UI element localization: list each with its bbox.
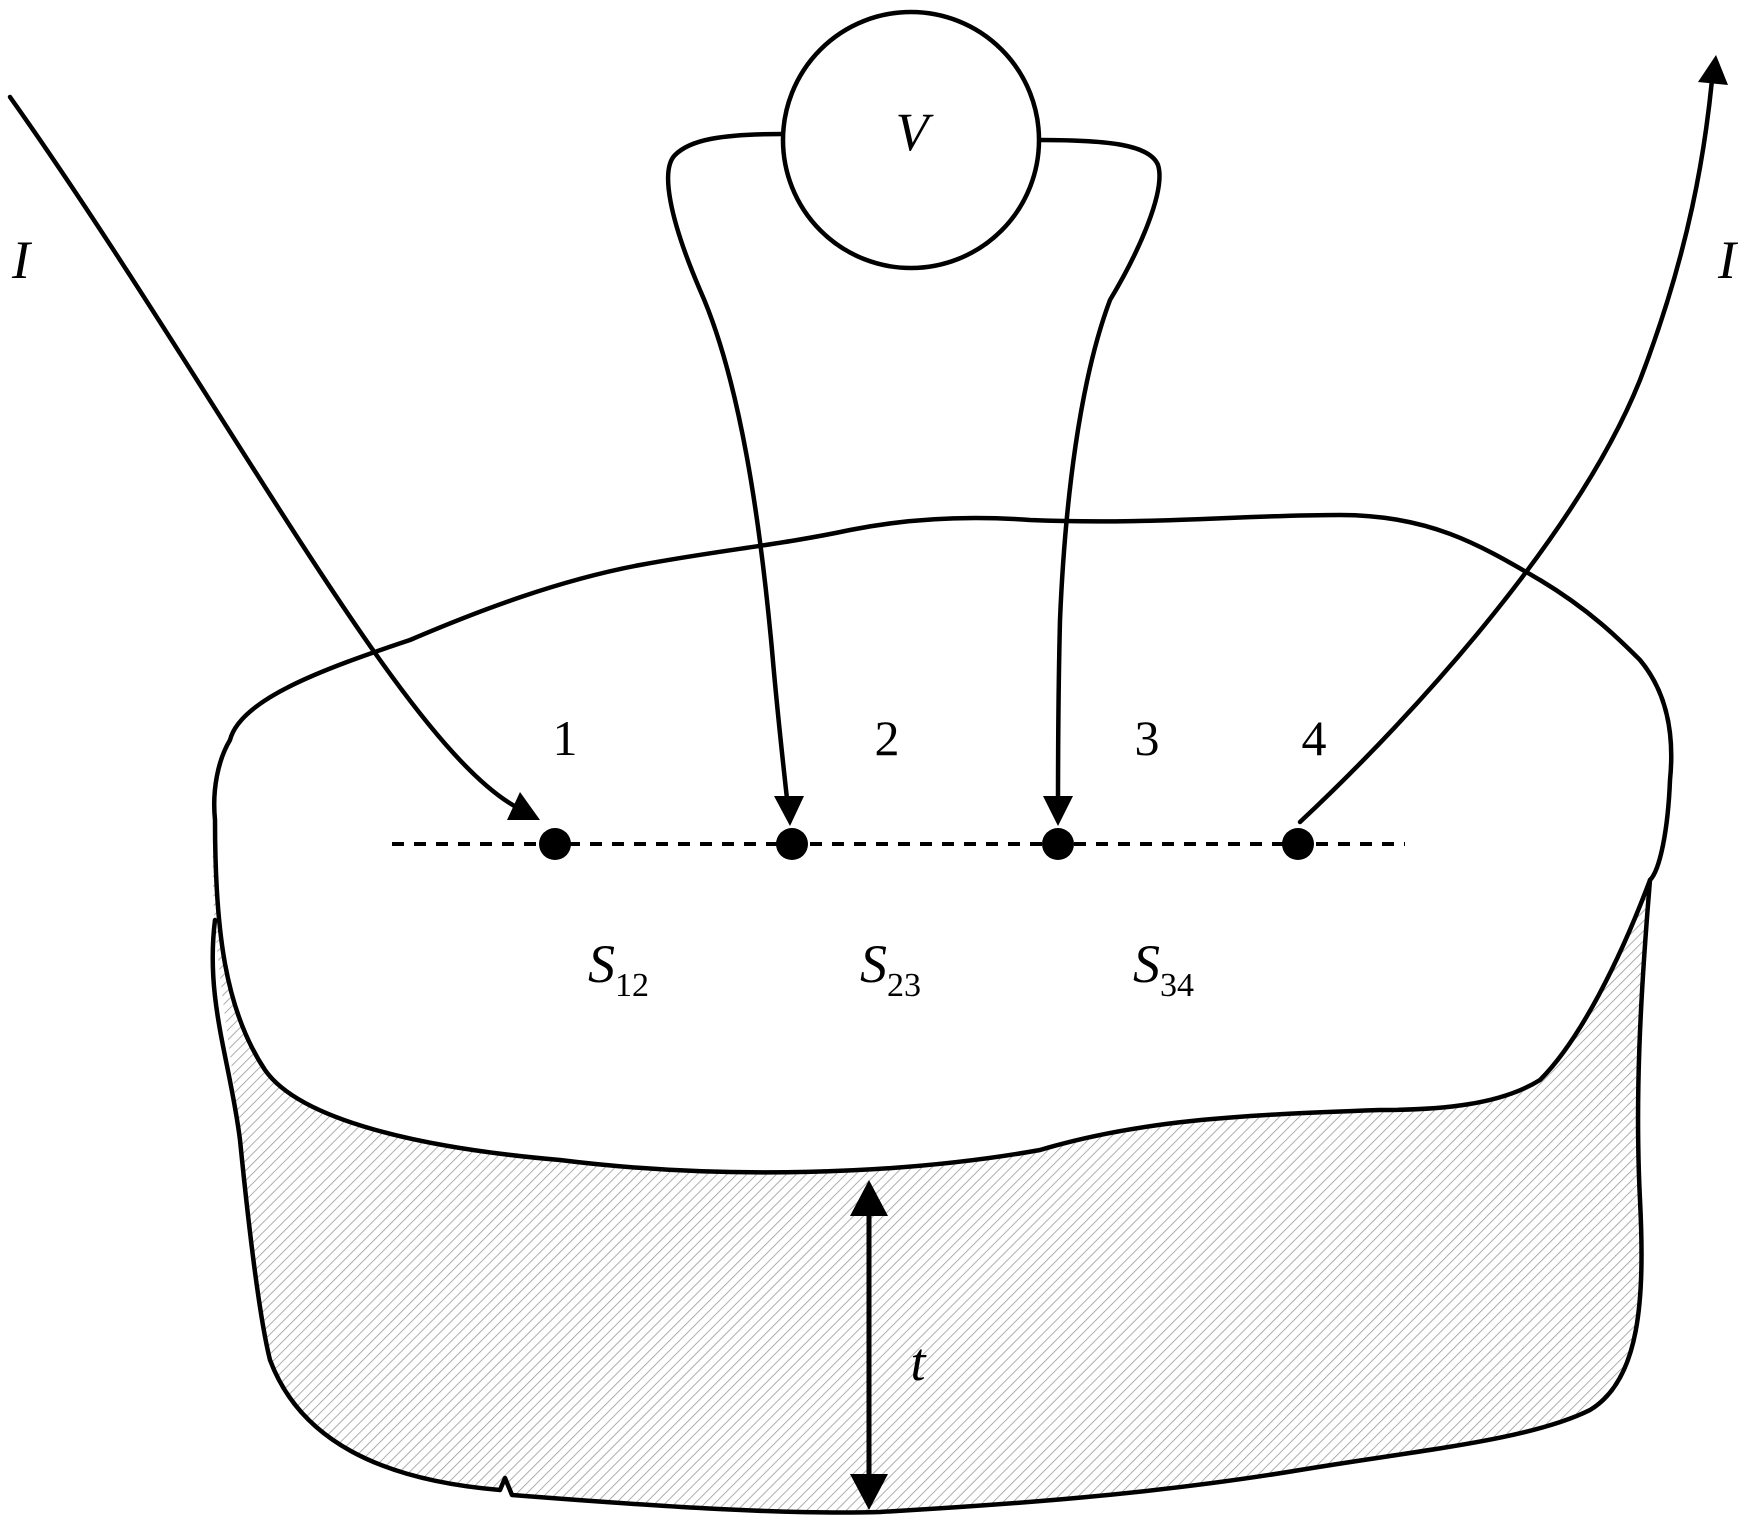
probe-number-1: 1 [553,710,578,766]
probe-number-4: 4 [1302,710,1327,766]
spacing-label-23: S23 [860,934,921,1004]
thickness-arrowhead-bottom [850,1474,888,1510]
sample-top-surface [212,512,1674,1175]
current-out-label: I [1717,230,1739,290]
probe-number-2: 2 [875,710,900,766]
current-in-label: I [11,230,33,290]
current-out-lead [1297,77,1715,825]
thickness-label: t [910,1332,927,1392]
spacing-label-12: S12 [588,934,649,1004]
probe-contact-4 [1282,828,1314,860]
voltmeter-lead-right-arrowhead [1043,796,1073,826]
probe-number-3: 3 [1135,710,1160,766]
voltmeter-lead-right [1037,137,1162,811]
voltmeter-label: V [896,102,935,162]
voltmeter-lead-left-arrowhead [774,796,804,826]
thickness-arrowhead-top [850,1180,888,1216]
current-out-arrowhead [1698,55,1728,85]
spacing-label-34: S34 [1133,934,1194,1004]
voltmeter-lead-left [665,131,791,811]
probe-contacts [539,828,1314,860]
probe-contact-3 [1042,828,1074,860]
current-in-arrowhead [507,792,540,820]
probe-contact-1 [539,828,571,860]
sample-side-outline [210,877,1653,1515]
current-in-lead [7,94,525,813]
probe-contact-2 [776,828,808,860]
voltmeter [780,9,1042,271]
